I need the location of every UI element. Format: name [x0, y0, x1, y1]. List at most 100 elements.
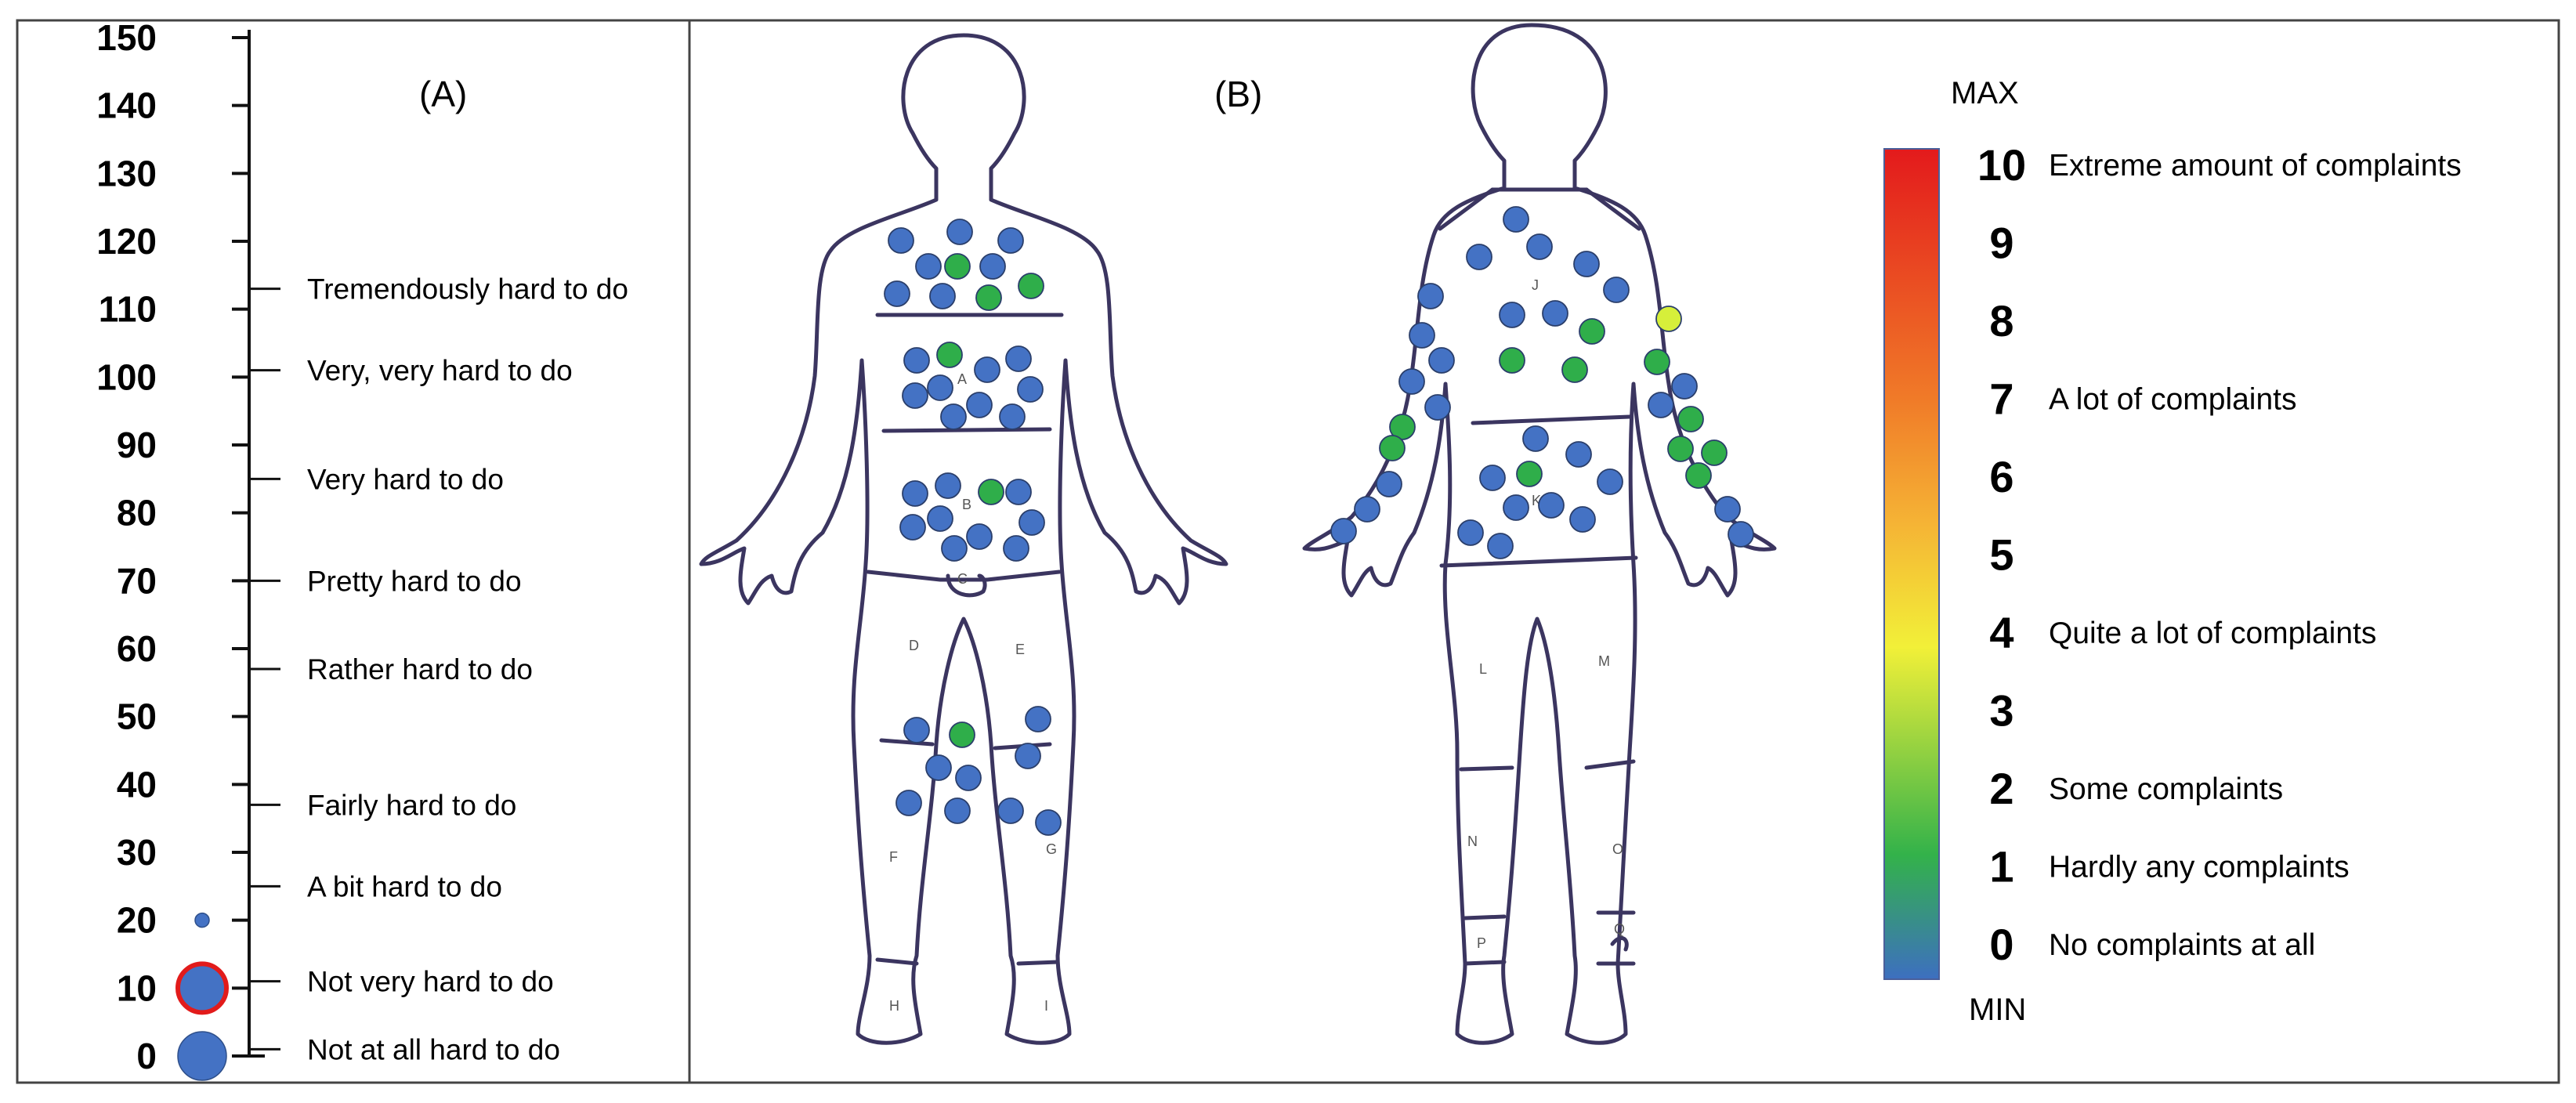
complaint-dot-blue	[997, 227, 1024, 254]
complaint-dot-green	[1379, 435, 1406, 461]
complaint-dot-blue	[1565, 441, 1592, 468]
scale-descriptor: Rather hard to do	[307, 653, 533, 685]
scale-descriptor: Pretty hard to do	[307, 565, 522, 597]
svg-text:P: P	[1477, 935, 1486, 951]
complaint-dot-blue	[1526, 233, 1553, 260]
complaint-dot-blue	[979, 253, 1006, 280]
front-complaint-dots	[884, 219, 1062, 836]
scale-tick-label: 110	[99, 289, 157, 330]
complaint-dot-green	[1516, 461, 1543, 487]
complaint-dot-blue	[999, 403, 1026, 430]
complaint-dot-blue	[1354, 496, 1380, 523]
complaint-dot-blue	[1017, 376, 1044, 403]
complaint-dot-blue	[929, 283, 956, 309]
complaint-dot-blue	[1671, 373, 1698, 400]
complaint-dot-blue	[944, 797, 971, 824]
scale-marker-dot	[177, 1031, 227, 1081]
complaint-dot-blue	[1015, 743, 1041, 769]
complaint-dot-green	[1644, 349, 1670, 375]
complaint-dot-blue	[940, 403, 967, 430]
complaint-dot-blue	[1003, 535, 1029, 562]
complaint-dot-blue	[915, 253, 942, 280]
legend-level-number: 10	[1977, 140, 2026, 190]
complaint-dot-green	[1667, 436, 1694, 462]
scale-tick-label: 20	[117, 900, 157, 941]
complaint-dot-blue	[1597, 468, 1623, 495]
back-complaint-dots	[1330, 206, 1754, 559]
svg-text:J: J	[1532, 277, 1539, 293]
scale-tick-label: 90	[117, 425, 157, 465]
scale-tick-label: 80	[117, 493, 157, 533]
legend-level-text: Hardly any complaints	[2049, 851, 2350, 884]
svg-text:M: M	[1598, 653, 1610, 669]
scale-tick-label: 70	[117, 560, 157, 601]
complaint-dot-blue	[1409, 322, 1435, 349]
complaint-dot-blue	[927, 374, 953, 401]
complaint-dot-green	[978, 479, 1004, 505]
complaint-dot-blue	[935, 472, 961, 499]
complaint-dot-green	[975, 284, 1002, 311]
svg-text:A: A	[957, 371, 967, 387]
complaint-dot-blue	[1018, 509, 1045, 536]
complaint-dot-blue	[1728, 521, 1754, 548]
complaint-dot-blue	[884, 280, 910, 307]
scale-descriptor: Not very hard to do	[307, 966, 554, 998]
complaint-dot-blue	[1466, 244, 1492, 270]
svg-text:O: O	[1612, 841, 1623, 857]
svg-text:D: D	[909, 638, 919, 653]
legend-level-number: 3	[1989, 686, 2013, 736]
scale-descriptor: Fairly hard to do	[307, 789, 516, 821]
complaint-dot-green	[1561, 356, 1588, 383]
scale-descriptor: A bit hard to do	[307, 870, 502, 902]
legend-level-number: 0	[1989, 920, 2013, 969]
complaint-dot-blue	[903, 717, 930, 743]
figure-border	[16, 19, 2560, 1084]
scale-tick-label: 140	[96, 85, 157, 126]
svg-text:N: N	[1467, 834, 1478, 849]
back-body-outline	[1302, 23, 1777, 1045]
panel-b-label: (B)	[1214, 74, 1262, 114]
complaint-dot-blue	[1499, 302, 1525, 328]
scale-descriptor: Tremendously hard to do	[307, 273, 628, 306]
scale-marker-dot	[194, 912, 210, 928]
svg-text:C: C	[957, 571, 968, 587]
complaint-dot-blue	[1424, 394, 1451, 421]
legend-level-number: 9	[1989, 219, 2013, 268]
panel-a-label: (A)	[419, 74, 467, 114]
legend-min-label: MIN	[1969, 993, 2026, 1027]
complaint-dot-blue	[903, 347, 930, 374]
complaint-dot-green	[1685, 462, 1712, 489]
complaint-dot-green	[944, 253, 971, 280]
complaint-dot-blue	[974, 356, 1000, 383]
legend-level-number: 6	[1989, 452, 2013, 501]
complaint-dot-blue	[1417, 283, 1444, 309]
complaint-dot-blue	[997, 797, 1024, 824]
legend-colorbar	[1883, 148, 1940, 980]
legend-level-text: A lot of complaints	[2049, 383, 2297, 417]
complaint-dot-blue	[1035, 809, 1062, 836]
scale-tick-label: 150	[96, 17, 157, 58]
complaint-dot-blue	[1714, 496, 1741, 523]
scale-descriptor: Very, very hard to do	[307, 355, 573, 387]
complaint-dot-blue	[955, 765, 982, 791]
legend-level-number: 4	[1989, 608, 2013, 657]
scale-tick-label: 120	[96, 221, 157, 262]
complaint-dot-blue	[941, 535, 968, 562]
svg-text:F: F	[889, 849, 898, 865]
svg-text:L: L	[1479, 661, 1487, 677]
complaint-dot-blue	[927, 505, 953, 532]
scale-tick-label: 50	[117, 696, 157, 737]
scale-tick-label: 60	[117, 628, 157, 669]
complaint-dot-blue	[1503, 206, 1529, 233]
complaint-dot-green	[949, 721, 975, 748]
complaint-dot-blue	[1025, 706, 1051, 732]
legend-level-number: 7	[1989, 374, 2013, 424]
complaint-dot-blue	[946, 219, 973, 245]
front-zone-letters: A B C D E F G H I	[889, 371, 1057, 1014]
complaint-dot-green	[1579, 318, 1605, 345]
complaint-dot-blue	[899, 514, 926, 541]
complaint-dot-blue	[925, 754, 952, 781]
legend-level-text: Quite a lot of complaints	[2049, 617, 2376, 650]
complaint-dot-blue	[1538, 492, 1565, 519]
